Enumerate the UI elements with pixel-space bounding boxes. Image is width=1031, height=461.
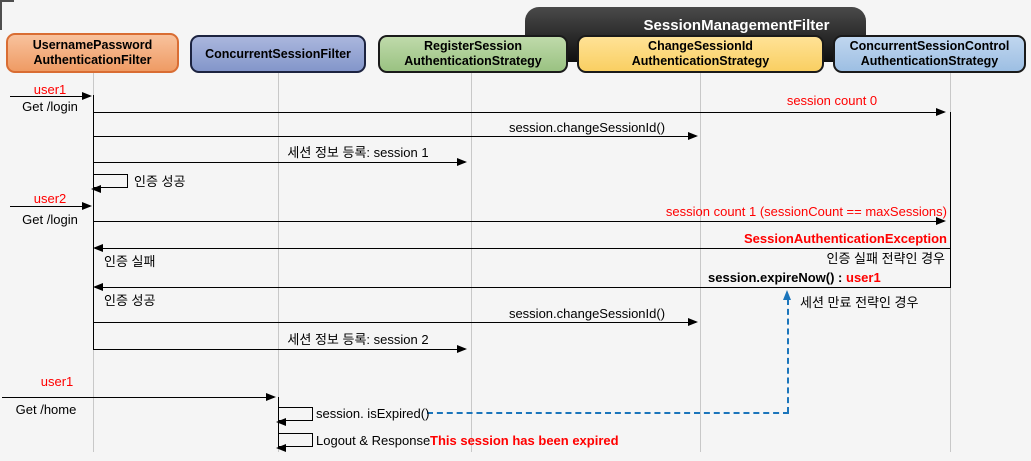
self-loop-auth-success	[91, 174, 128, 193]
label-logout-response: Logout & Response	[316, 433, 431, 448]
participant-label: ConcurrentSessionControl	[849, 39, 1010, 53]
arrowhead-right-icon	[936, 216, 946, 225]
arrowhead-right-icon	[82, 91, 92, 100]
participant-register-session-authentication-strategy: RegisterSession AuthenticationStrategy	[378, 35, 568, 73]
arrow-register-session-2	[93, 344, 467, 353]
participant-concurrent-session-control-authentication-strategy: ConcurrentSessionControl AuthenticationS…	[833, 35, 1026, 73]
arrowhead-right-icon	[936, 107, 946, 116]
participant-label: ChangeSessionId	[648, 39, 753, 53]
participant-label: AuthenticationStrategy	[404, 54, 542, 68]
lifeline-change-session-id-strategy	[699, 69, 701, 452]
participant-label: RegisterSession	[424, 39, 522, 53]
arrowhead-left-icon	[276, 443, 286, 452]
label-get-home: Get /home	[15, 402, 77, 417]
label-expire-now-colon: :	[834, 270, 846, 285]
lifeline-concurrent-session-filter	[277, 69, 279, 452]
label-auth-success-loop: 인증 성공	[134, 174, 186, 189]
label-session-authentication-exception: SessionAuthenticationException	[744, 231, 947, 246]
label-expire-now-user: user1	[846, 270, 881, 285]
arrow-auth-fail-return	[93, 243, 950, 252]
participant-concurrent-session-filter: ConcurrentSessionFilter	[190, 35, 366, 73]
label-register-session-1: 세션 정보 등록: session 1	[287, 145, 429, 160]
window-corner-artifact	[0, 0, 14, 2]
self-loop-is-expired	[276, 407, 313, 426]
participant-label: AuthenticationFilter	[33, 53, 152, 67]
arrow-user1-get-login	[10, 91, 92, 100]
arrowhead-right-icon	[266, 392, 276, 401]
label-get-login-2: Get /login	[22, 212, 78, 227]
participant-label: AuthenticationStrategy	[631, 54, 770, 68]
label-get-login-1: Get /login	[22, 99, 78, 114]
label-session-expire-strategy: 세션 만료 전략인 경우	[800, 295, 919, 310]
self-loop-logout-response	[276, 433, 313, 452]
participant-username-password-authentication-filter: UsernamePassword AuthenticationFilter	[6, 33, 179, 73]
label-is-expired: session. isExpired()	[316, 406, 430, 421]
label-change-session-id-1: session.changeSessionId()	[508, 120, 666, 135]
arrow-register-session-1	[93, 157, 467, 166]
arrowhead-right-icon	[688, 317, 698, 326]
arrowhead-right-icon	[457, 344, 467, 353]
lifeline-register-session-strategy	[470, 69, 472, 452]
arrow-session-count-1	[93, 216, 946, 225]
label-user1-second: user1	[40, 374, 74, 389]
participant-label: AuthenticationStrategy	[860, 54, 999, 68]
label-session-count-1: session count 1 (sessionCount == maxSess…	[665, 204, 947, 219]
arrowhead-left-icon	[276, 417, 286, 426]
activation-bar-session-control	[949, 112, 951, 288]
window-corner-artifact	[0, 0, 2, 30]
arrow-user2-get-login	[10, 201, 92, 210]
arrow-change-session-id-2	[93, 317, 698, 326]
label-change-session-id-2: session.changeSessionId()	[508, 306, 666, 321]
arrow-user1-get-home	[2, 392, 276, 401]
arrowhead-right-icon	[457, 157, 467, 166]
participant-label: ConcurrentSessionFilter	[205, 46, 351, 61]
banner-title: SessionManagementFilter	[643, 17, 830, 34]
arrowhead-right-icon	[82, 201, 92, 210]
arrowhead-left-icon	[91, 184, 101, 193]
dashed-arrowhead-up-icon	[783, 290, 791, 300]
label-session-count-0: session count 0	[786, 93, 878, 108]
label-auth-success-return: 인증 성공	[104, 293, 156, 308]
label-user2: user2	[33, 191, 67, 206]
label-auth-fail: 인증 실패	[104, 254, 156, 269]
label-expired-notice: This session has been expired	[430, 433, 619, 448]
label-expire-now: session.expireNow() : user1	[708, 270, 881, 285]
activation-bar-username-password	[92, 95, 94, 350]
arrow-change-session-id-1	[93, 131, 698, 140]
dashed-expire-link-horizontal	[427, 412, 789, 414]
arrowhead-left-icon	[93, 243, 103, 252]
arrowhead-left-icon	[93, 282, 103, 291]
arrowhead-right-icon	[688, 131, 698, 140]
dashed-expire-link-vertical	[787, 299, 789, 413]
label-register-session-2: 세션 정보 등록: session 2	[287, 332, 429, 347]
label-expire-now-method: session.expireNow()	[708, 270, 835, 285]
label-auth-fail-strategy: 인증 실패 전략인 경우	[826, 251, 945, 266]
participant-label: UsernamePassword	[32, 38, 153, 52]
arrow-session-count-0	[93, 107, 946, 116]
participant-change-session-id-authentication-strategy: ChangeSessionId AuthenticationStrategy	[577, 35, 824, 73]
label-user1-first: user1	[33, 82, 67, 97]
arrow-auth-success-return	[93, 282, 950, 291]
